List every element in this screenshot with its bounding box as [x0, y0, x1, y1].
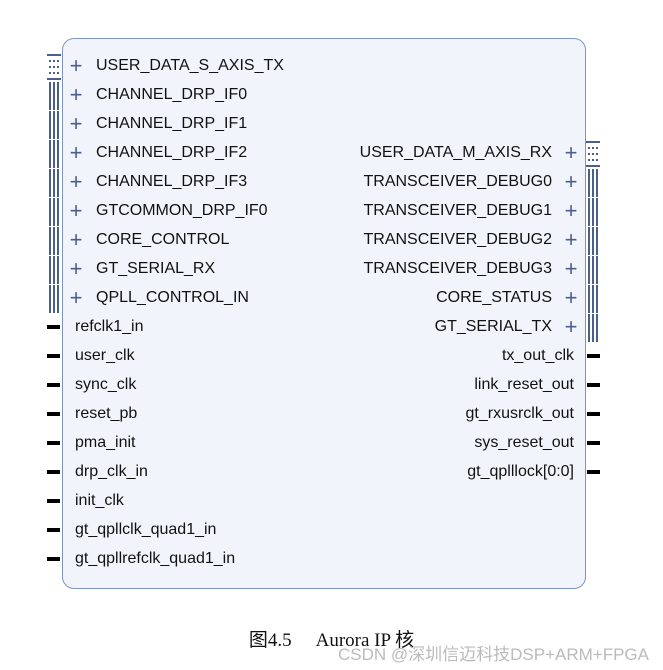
bus-connector-icon — [49, 111, 59, 139]
expand-plus-icon[interactable]: + — [69, 198, 83, 223]
port-wire — [47, 354, 60, 358]
left-scalar-port: drp_clk_in — [75, 463, 148, 480]
bus-connector-icon — [47, 54, 61, 80]
bus-connector-icon — [588, 314, 598, 342]
right-scalar-port: link_reset_out — [474, 376, 574, 393]
left-scalar-port: init_clk — [75, 492, 124, 509]
right-scalar-port: gt_qplllock[0:0] — [467, 463, 574, 480]
figure-caption: 图4.5 Aurora IP 核 — [0, 625, 663, 652]
left-bus-port: USER_DATA_S_AXIS_TX — [96, 57, 284, 74]
right-bus-port: TRANSCEIVER_DEBUG1 — [363, 202, 553, 219]
bus-connector-icon — [49, 82, 59, 110]
figure-number: 图4.5 — [248, 630, 292, 651]
port-wire — [47, 557, 60, 561]
port-wire — [47, 383, 60, 387]
left-bus-port: CHANNEL_DRP_IF3 — [96, 173, 248, 190]
bus-connector-icon — [49, 198, 59, 226]
port-wire — [587, 354, 600, 358]
bus-connector-icon — [588, 169, 598, 197]
bus-connector-icon — [588, 198, 598, 226]
right-bus-port: GT_SERIAL_TX — [434, 318, 552, 335]
bus-connector-icon — [588, 285, 598, 313]
left-scalar-port: refclk1_in — [75, 318, 144, 335]
port-wire — [47, 528, 60, 532]
right-scalar-port: tx_out_clk — [501, 347, 574, 364]
right-bus-port: TRANSCEIVER_DEBUG0 — [363, 173, 553, 190]
expand-plus-icon[interactable]: + — [69, 169, 83, 194]
left-bus-port: QPLL_CONTROL_IN — [96, 289, 249, 306]
right-bus-port: USER_DATA_M_AXIS_RX — [359, 144, 552, 161]
expand-plus-icon[interactable]: + — [69, 140, 83, 165]
expand-plus-icon[interactable]: + — [69, 111, 83, 136]
left-bus-port: CHANNEL_DRP_IF2 — [96, 144, 248, 161]
port-wire — [47, 412, 60, 416]
bus-connector-icon — [49, 256, 59, 284]
port-wire — [587, 441, 600, 445]
port-wire — [47, 325, 60, 329]
bus-connector-icon — [588, 227, 598, 255]
bus-connector-icon — [588, 256, 598, 284]
left-scalar-port: sync_clk — [75, 376, 137, 393]
left-bus-port: GT_SERIAL_RX — [96, 260, 216, 277]
expand-plus-icon[interactable]: + — [564, 285, 578, 310]
port-wire — [587, 383, 600, 387]
port-wire — [587, 470, 600, 474]
right-bus-port: CORE_STATUS — [436, 289, 552, 306]
left-scalar-port: gt_qpllclk_quad1_in — [75, 521, 217, 538]
expand-plus-icon[interactable]: + — [69, 256, 83, 281]
right-bus-port: TRANSCEIVER_DEBUG3 — [363, 260, 553, 277]
expand-plus-icon[interactable]: + — [564, 198, 578, 223]
right-bus-port: TRANSCEIVER_DEBUG2 — [363, 231, 553, 248]
expand-plus-icon[interactable]: + — [69, 53, 83, 78]
left-scalar-port: user_clk — [75, 347, 135, 364]
expand-plus-icon[interactable]: + — [69, 227, 83, 252]
left-bus-port: CORE_CONTROL — [96, 231, 230, 248]
port-wire — [587, 412, 600, 416]
bus-connector-icon — [49, 227, 59, 255]
right-scalar-port: sys_reset_out — [474, 434, 574, 451]
right-scalar-port: gt_rxusrclk_out — [465, 405, 575, 422]
left-bus-port: CHANNEL_DRP_IF0 — [96, 86, 248, 103]
expand-plus-icon[interactable]: + — [564, 140, 578, 165]
port-wire — [47, 441, 60, 445]
port-wire — [47, 470, 60, 474]
expand-plus-icon[interactable]: + — [564, 256, 578, 281]
expand-plus-icon[interactable]: + — [564, 314, 578, 339]
left-scalar-port: pma_init — [75, 434, 136, 451]
bus-connector-icon — [49, 169, 59, 197]
watermark: CSDN @深圳信迈科技DSP+ARM+FPGA — [337, 645, 649, 664]
port-wire — [47, 499, 60, 503]
left-bus-port: CHANNEL_DRP_IF1 — [96, 115, 248, 132]
bus-connector-icon — [49, 285, 59, 313]
left-bus-port: GTCOMMON_DRP_IF0 — [96, 202, 268, 219]
bus-connector-icon — [586, 141, 600, 167]
expand-plus-icon[interactable]: + — [564, 227, 578, 252]
expand-plus-icon[interactable]: + — [564, 169, 578, 194]
expand-plus-icon[interactable]: + — [69, 82, 83, 107]
aurora-ip-block[interactable] — [62, 38, 586, 589]
left-scalar-port: gt_qpllrefclk_quad1_in — [75, 550, 236, 567]
left-scalar-port: reset_pb — [75, 405, 138, 422]
figure-title: Aurora IP 核 — [315, 630, 415, 651]
expand-plus-icon[interactable]: + — [69, 285, 83, 310]
bus-connector-icon — [49, 140, 59, 168]
